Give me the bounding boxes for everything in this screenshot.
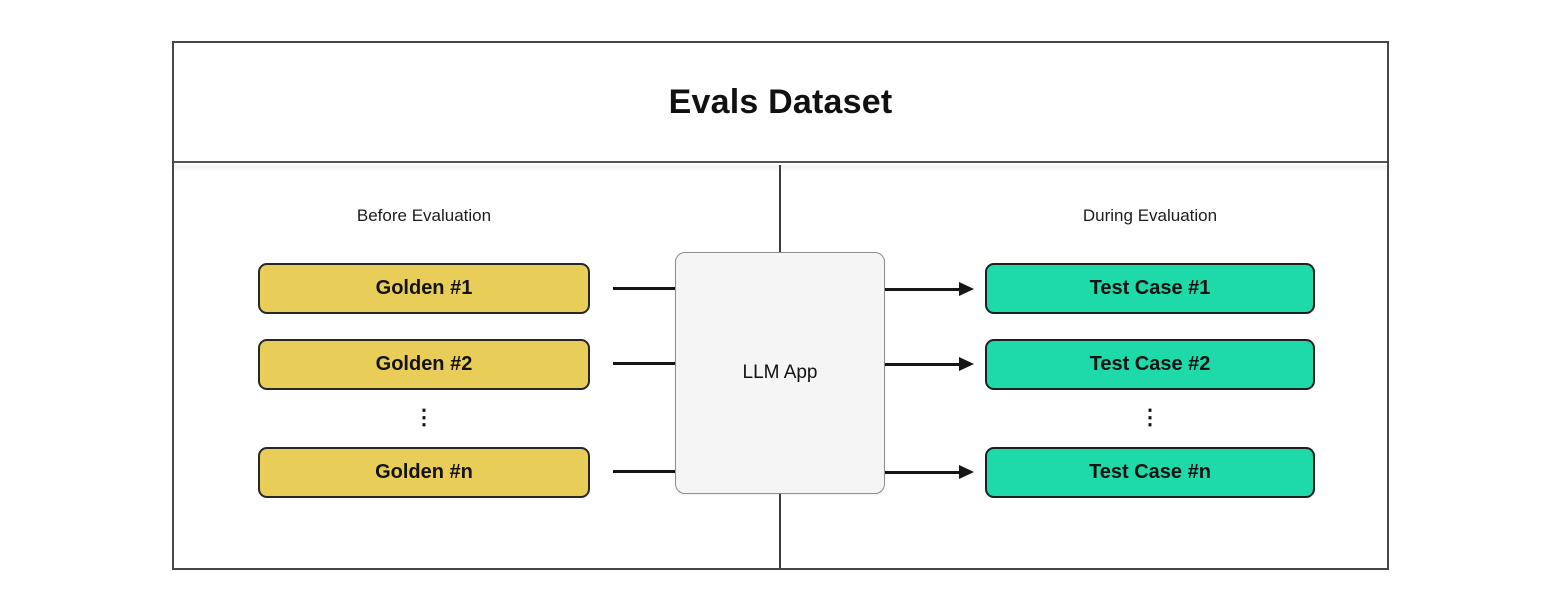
golden-1-box: Golden #1 <box>258 263 590 314</box>
llm-app-box: LLM App <box>675 252 885 494</box>
test-case-2-label: Test Case #2 <box>1089 353 1211 375</box>
arrow-head-icon <box>959 357 974 371</box>
section-heading-during-evaluation: During Evaluation <box>1082 206 1218 225</box>
golden-2-box: Golden #2 <box>258 339 590 390</box>
connector-golden-2 <box>613 362 676 365</box>
golden-n-label: Golden #n <box>375 461 473 483</box>
test-case-1-box: Test Case #1 <box>985 263 1315 314</box>
arrow-shaft <box>885 470 961 474</box>
vertical-ellipsis-left: ⋮ <box>413 406 435 429</box>
arrow-head-icon <box>959 465 974 479</box>
test-case-2-box: Test Case #2 <box>985 339 1315 390</box>
section-heading-before-evaluation: Before Evaluation <box>356 206 492 225</box>
arrow-head-icon <box>959 282 974 296</box>
arrow-shaft <box>885 287 961 291</box>
arrow-test-case-n <box>885 465 975 479</box>
golden-1-label: Golden #1 <box>375 277 473 299</box>
connector-golden-n <box>613 470 676 473</box>
arrow-test-case-1 <box>885 282 975 296</box>
vertical-ellipsis-right: ⋮ <box>1139 406 1161 429</box>
golden-2-label: Golden #2 <box>375 353 473 375</box>
frame-header: Evals Dataset <box>174 43 1387 163</box>
test-case-n-box: Test Case #n <box>985 447 1315 498</box>
test-case-1-label: Test Case #1 <box>1089 277 1211 299</box>
evals-dataset-frame: Evals Dataset Before Evaluation During E… <box>172 41 1389 570</box>
llm-app-label: LLM App <box>742 362 818 383</box>
connector-golden-1 <box>613 287 676 290</box>
golden-n-box: Golden #n <box>258 447 590 498</box>
arrow-shaft <box>885 362 961 366</box>
arrow-test-case-2 <box>885 357 975 371</box>
diagram-title: Evals Dataset <box>668 82 893 121</box>
test-case-n-label: Test Case #n <box>1089 461 1211 483</box>
